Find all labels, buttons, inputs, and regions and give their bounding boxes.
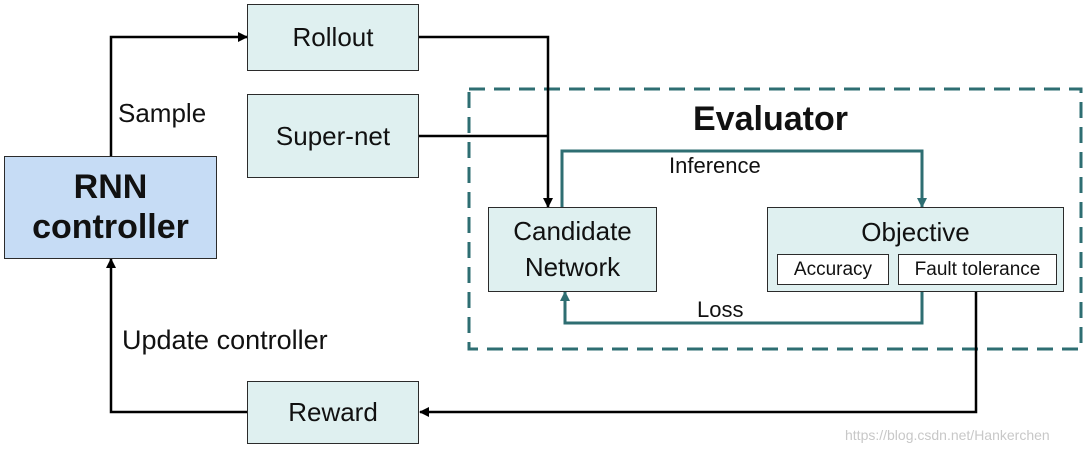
reward-node: Reward <box>247 381 419 444</box>
supernet-node: Super-net <box>247 94 419 178</box>
candidate-label-line1: Candidate <box>513 216 632 247</box>
candidate-network-node: Candidate Network <box>488 207 657 292</box>
edge-update-controller <box>106 258 247 414</box>
fault-tolerance-box: Fault tolerance <box>898 254 1057 285</box>
inference-label: Inference <box>669 153 761 178</box>
update-controller-label: Update controller <box>122 325 328 355</box>
supernet-label: Super-net <box>275 120 391 151</box>
candidate-label-line2: Network <box>524 251 621 282</box>
rnn-label-line2: controller <box>32 207 189 246</box>
evaluator-container <box>467 87 1083 351</box>
accuracy-box: Accuracy <box>777 254 889 285</box>
loss-label: Loss <box>697 297 744 322</box>
rnn-controller-node: RNN controller <box>4 156 217 259</box>
watermark: https://blog.csdn.net/Hankerchen <box>845 427 1050 443</box>
rnn-label-line1: RNN <box>73 168 148 207</box>
edge-rollout-to-candidate <box>419 35 553 208</box>
edge-fault-to-reward <box>419 286 978 417</box>
rollout-label: Rollout <box>292 22 374 52</box>
rollout-node: Rollout <box>247 4 419 71</box>
evaluator-title: Evaluator <box>693 100 848 138</box>
fault-tolerance-label: Fault tolerance <box>914 258 1041 280</box>
edge-loss <box>560 286 924 325</box>
reward-label: Reward <box>288 397 378 427</box>
objective-label: Objective <box>861 217 970 247</box>
accuracy-label: Accuracy <box>793 258 873 280</box>
sample-label: Sample <box>118 98 207 128</box>
edge-inference <box>560 149 927 208</box>
edge-sample <box>109 32 248 156</box>
